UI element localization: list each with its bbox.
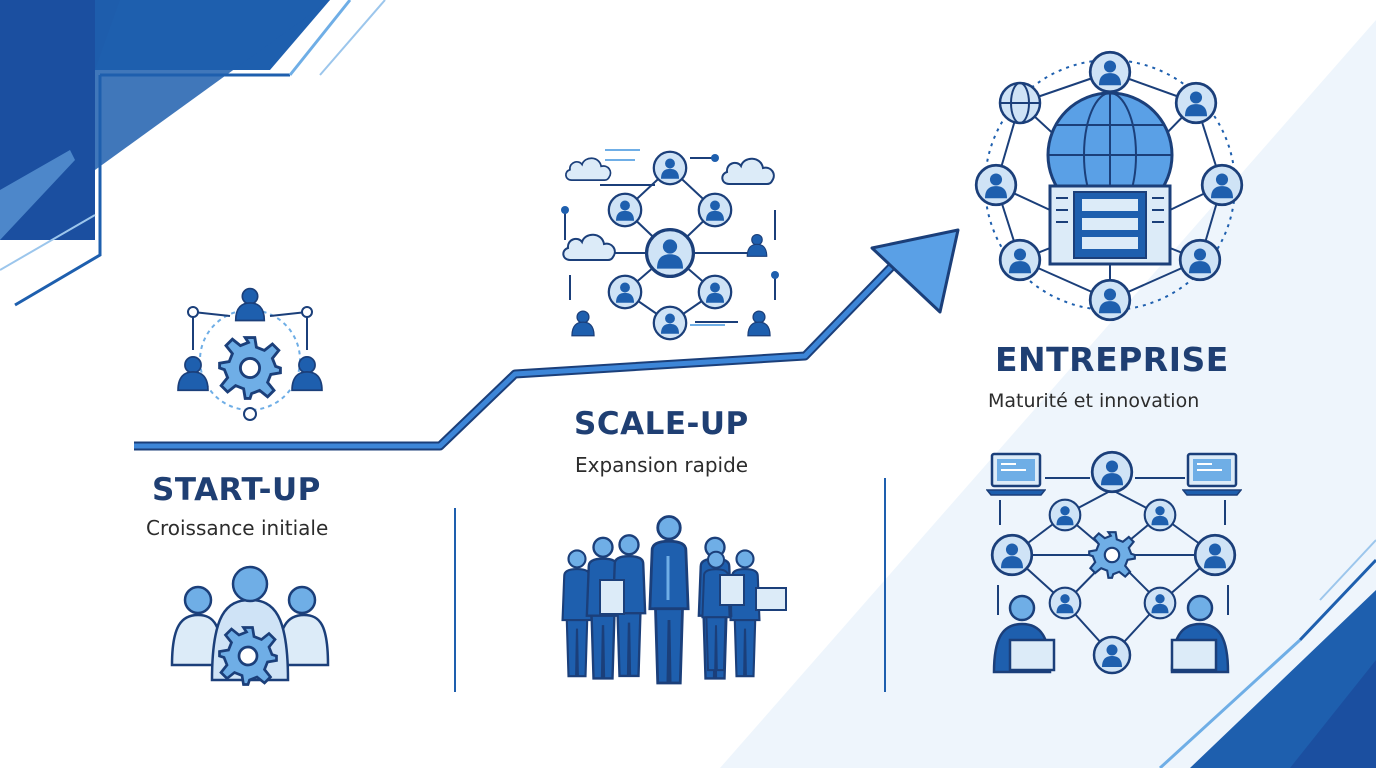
- startup-stage-subtitle: Croissance initiale: [146, 516, 329, 540]
- connected-workstations-network-icon: [986, 450, 1242, 675]
- cloud-people-network-icon: [561, 149, 779, 341]
- team-gear-network-icon: [177, 287, 323, 421]
- scaleup-stage-subtitle: Expansion rapide: [575, 453, 749, 477]
- startup-stage-title: START-UP: [152, 472, 321, 508]
- growth-arrow: [134, 228, 960, 451]
- global-server-network-icon: [974, 50, 1244, 322]
- scaleup-stage-title: SCALE-UP: [574, 406, 749, 442]
- enterprise-stage-subtitle: Maturité et innovation: [988, 390, 1200, 412]
- team-with-gear-icon: [170, 565, 330, 686]
- enterprise-stage-title: ENTREPRISE: [995, 340, 1229, 379]
- growing-team-icon: [561, 515, 787, 685]
